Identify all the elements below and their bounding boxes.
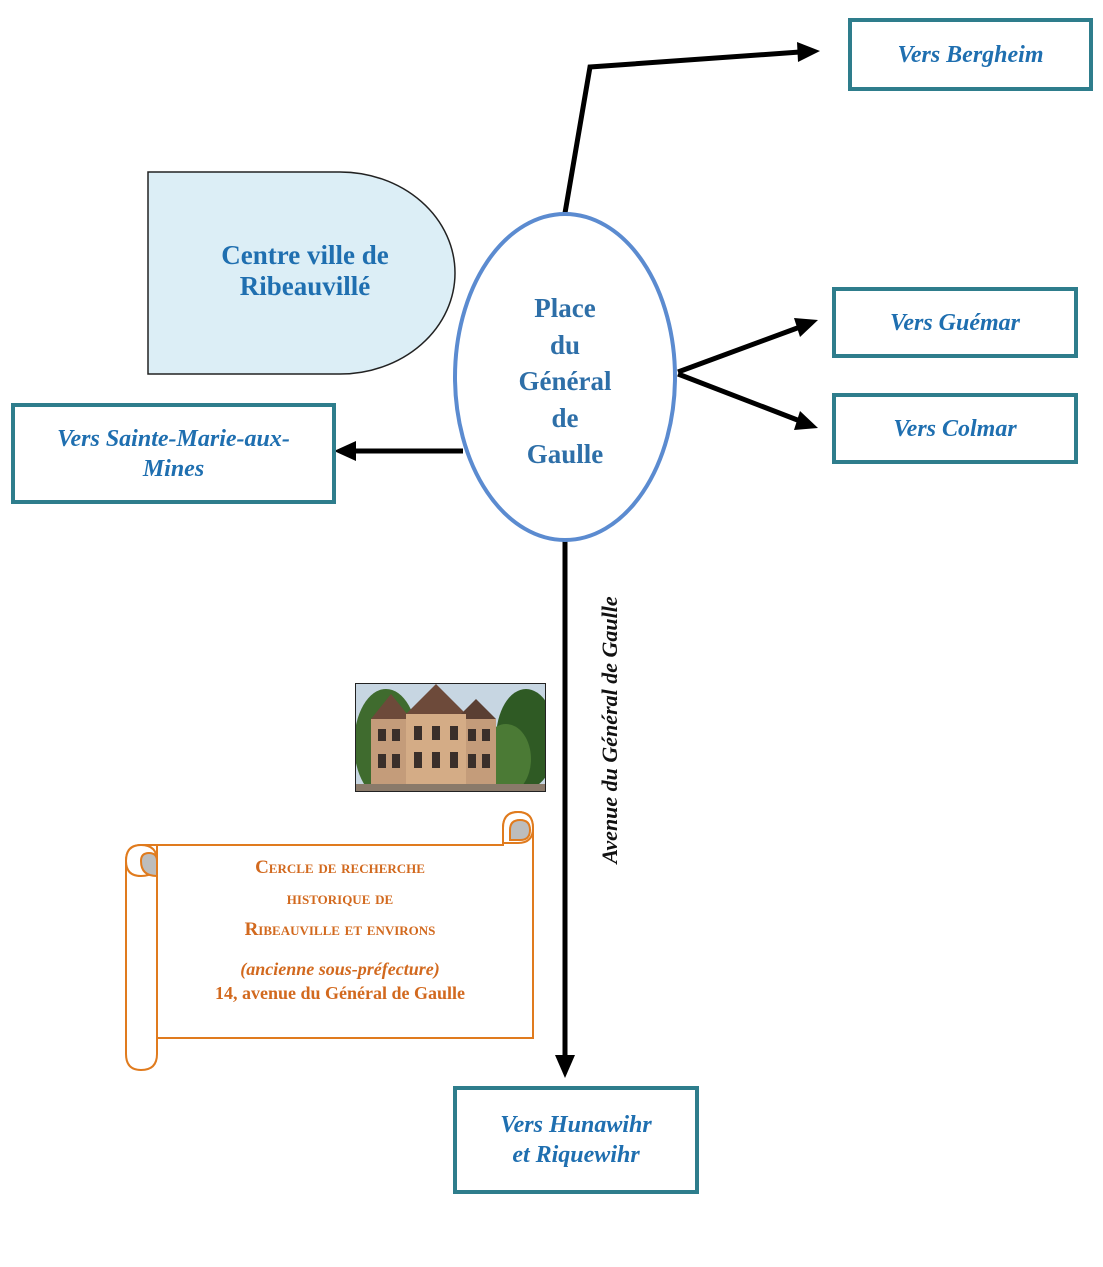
place-line: du: [549, 329, 581, 360]
destination-box-colmar: Vers Colmar: [832, 393, 1078, 464]
arrowhead-hunawihr: [555, 1055, 575, 1078]
place-label: Place du Général de Gaulle: [490, 290, 640, 473]
place-ellipse: [453, 212, 677, 542]
building-illustration: [356, 684, 545, 791]
destination-box-sainte-marie: Vers Sainte-Marie-aux-Mines: [11, 403, 336, 504]
scroll-title-line: Ribeauville et environs: [244, 919, 436, 940]
arrowhead-bergheim: [797, 42, 820, 62]
place-line: Place: [534, 293, 596, 323]
building-photo: [355, 683, 546, 792]
destination-box-bergheim: Vers Bergheim: [848, 18, 1093, 91]
scroll-text: Cercle de recherche historique de Ribeau…: [160, 852, 520, 1005]
arrow-to-bergheim: [562, 49, 801, 214]
arrows: [352, 49, 801, 1060]
arrowhead-sainte-marie: [334, 441, 356, 461]
destination-label: Vers Bergheim: [897, 41, 1044, 68]
scroll-title-line: historique de: [286, 888, 394, 909]
destination-label: Vers Colmar: [893, 415, 1017, 442]
arrow-to-colmar: [677, 371, 801, 424]
avenue-label: Avenue du Général de Gaulle: [597, 596, 622, 864]
center-town-shape: [147, 171, 456, 375]
arrowhead-colmar: [794, 411, 818, 430]
destination-label: Vers Guémar: [889, 309, 1021, 336]
place-line: de: [551, 402, 579, 433]
destination-box-guemar: Vers Guémar: [832, 287, 1078, 358]
scroll-shape: [124, 810, 535, 1072]
scroll-title-line: Cercle de recherche: [255, 857, 425, 878]
destination-label: Vers Sainte-Marie-aux-Mines: [57, 425, 290, 482]
arrowheads: [334, 42, 820, 1078]
place-line: Général: [518, 366, 612, 396]
arrowhead-guemar: [794, 318, 818, 337]
scroll-subtitle: (ancienne sous-préfecture): [240, 959, 440, 979]
scroll-address: 14, avenue du Général de Gaulle: [214, 983, 465, 1003]
destination-box-hunawihr: Vers Hunawihr et Riquewihr: [453, 1086, 699, 1194]
place-line: Gaulle: [526, 439, 604, 469]
destination-label: Vers Hunawihr et Riquewihr: [500, 1112, 652, 1168]
arrow-to-guemar: [677, 324, 801, 375]
center-town-label: Centre ville de Ribeauvillé: [221, 240, 389, 301]
